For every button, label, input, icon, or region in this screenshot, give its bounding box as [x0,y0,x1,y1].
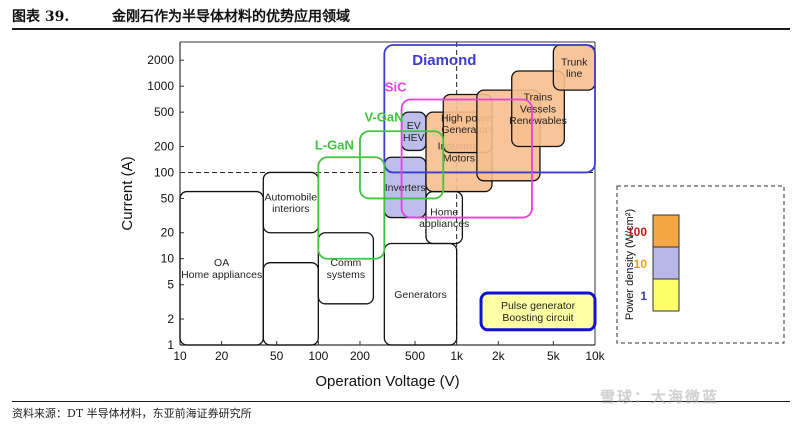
x-tick-label: 50 [270,349,284,363]
legend-frame [616,185,785,344]
legend-swatch [652,278,680,312]
legend-title: Power density (W/cm²) [624,209,636,320]
material-label: L-GaN [315,137,354,152]
application-box [262,262,319,346]
figure-number: 图表 39. [12,9,70,25]
source-note: 资料来源：DT 半导体材料，东亚前海证券研究所 [12,407,252,420]
y-tick-label: 2000 [147,53,174,67]
application-label: Inverters [385,182,426,194]
x-tick-label: 200 [350,349,370,363]
material-label: Diamond [412,52,476,69]
y-tick-label: 1000 [147,79,174,93]
x-tick-label: 1k [450,349,464,363]
y-tick-label: 10 [161,252,175,266]
x-tick-label: 10k [585,349,605,363]
header-rule [12,28,790,30]
material-label: SiC [385,80,407,95]
application-box [383,242,458,346]
x-axis-title: Operation Voltage (V) [315,373,459,390]
application-box [479,291,597,332]
figure-title: 金刚石作为半导体材料的优势应用领域 [112,9,350,25]
watermark-text: 雪球：大海微蓝 [600,388,720,406]
legend-swatch [652,246,680,280]
y-tick-label: 50 [161,191,175,205]
application-box [317,232,375,305]
material-envelope [317,156,386,260]
material-label: V-GaN [364,109,403,124]
application-box [511,70,565,148]
legend-label: 10 [634,257,648,271]
figure-header: 图表 39. 金刚石作为半导体材料的优势应用领域 [0,0,800,30]
y-tick-label: 2 [167,312,174,326]
material-envelope [383,44,596,174]
legend-label: 100 [627,225,647,239]
x-tick-label: 2k [492,349,506,363]
y-tick-label: 5 [167,278,174,292]
x-tick-label: 500 [405,349,425,363]
x-tick-label: 100 [308,349,328,363]
x-tick-label: 5k [547,349,561,363]
x-tick-label: 20 [215,349,229,363]
application-label: Generators [394,289,447,301]
legend-label: 1 [640,289,647,303]
y-tick-label: 1 [167,338,174,352]
y-tick-label: 500 [154,105,174,119]
y-tick-label: 100 [154,165,174,179]
y-tick-label: 200 [154,139,174,153]
legend-swatch [652,214,680,248]
x-tick-label: 10 [173,349,187,363]
material-envelope [400,98,533,219]
material-envelope [359,130,445,200]
y-tick-label: 20 [161,226,175,240]
y-axis-title: Current (A) [119,156,136,230]
footer-rule [12,401,790,402]
